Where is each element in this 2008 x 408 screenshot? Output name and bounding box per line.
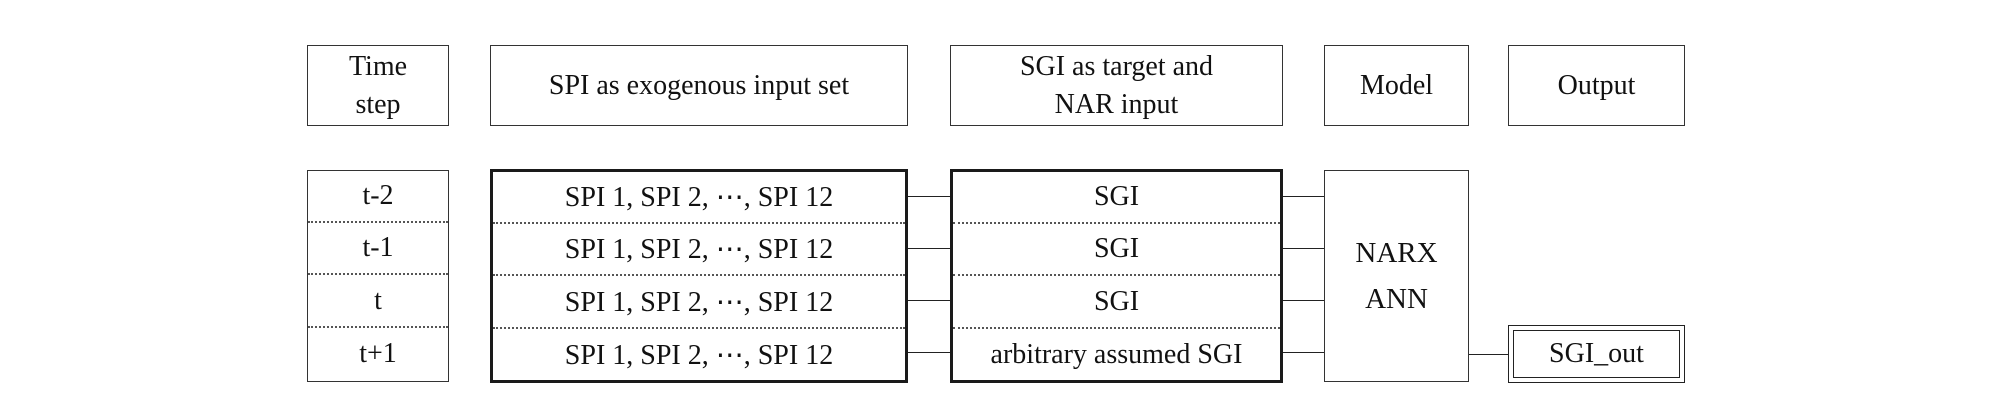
output-box-inner: SGI_out: [1513, 330, 1680, 378]
spi-input-column: SPI 1, SPI 2, ⋯, SPI 12 SPI 1, SPI 2, ⋯,…: [490, 169, 908, 383]
time-step-label: t+1: [359, 338, 397, 369]
output-header: Output: [1508, 45, 1685, 126]
spi-row-label: SPI 1, SPI 2, ⋯, SPI 12: [564, 234, 834, 265]
time-step-header-line-1: Time: [348, 50, 408, 82]
spi-row-label: SPI 1, SPI 2, ⋯, SPI 12: [564, 286, 834, 318]
model-header-label: Model: [1359, 69, 1434, 101]
connector-spi-sgi: [908, 248, 950, 249]
output-header-label: Output: [1557, 69, 1636, 101]
spi-header: SPI as exogenous input set: [490, 45, 908, 126]
sgi-row-label: SGI: [1093, 233, 1140, 264]
spi-header-label: SPI as exogenous input set: [548, 69, 850, 101]
model-name-line-2: ANN: [1365, 283, 1428, 315]
time-step-label: t-2: [362, 180, 394, 211]
output-value: SGI_out: [1549, 338, 1644, 369]
connector-sgi-model: [1283, 300, 1324, 301]
time-step-cell: t+1: [308, 328, 448, 380]
sgi-row: SGI: [953, 172, 1280, 224]
connector-sgi-model: [1283, 352, 1324, 353]
spi-row: SPI 1, SPI 2, ⋯, SPI 12: [493, 329, 905, 380]
sgi-header: SGI as target and NAR input: [950, 45, 1283, 126]
time-step-label: t-1: [362, 232, 394, 263]
time-step-header: Time step: [307, 45, 449, 126]
connector-model-output: [1469, 354, 1508, 355]
sgi-row-label: arbitrary assumed SGI: [990, 338, 1243, 370]
spi-row-label: SPI 1, SPI 2, ⋯, SPI 12: [564, 182, 834, 213]
spi-row: SPI 1, SPI 2, ⋯, SPI 12: [493, 224, 905, 276]
time-step-header-line-2: step: [355, 88, 401, 120]
time-step-cell: t-1: [308, 223, 448, 275]
time-step-cell: t: [308, 275, 448, 328]
sgi-row-label: SGI: [1093, 285, 1140, 317]
connector-sgi-model: [1283, 248, 1324, 249]
connector-spi-sgi: [908, 352, 950, 353]
sgi-row: SGI: [953, 276, 1280, 329]
connector-sgi-model: [1283, 196, 1324, 197]
connector-spi-sgi: [908, 300, 950, 301]
sgi-row: SGI: [953, 224, 1280, 276]
sgi-row-label: SGI: [1093, 181, 1140, 212]
output-box: SGI_out: [1508, 325, 1685, 383]
spi-row: SPI 1, SPI 2, ⋯, SPI 12: [493, 172, 905, 224]
sgi-input-column: SGI SGI SGI arbitrary assumed SGI: [950, 169, 1283, 383]
time-step-label: t: [374, 284, 382, 316]
model-name-line-1: NARX: [1355, 237, 1438, 269]
sgi-header-line-2: NAR input: [1054, 88, 1179, 120]
spi-row: SPI 1, SPI 2, ⋯, SPI 12: [493, 276, 905, 329]
narx-ann-model-box: NARX ANN: [1324, 170, 1469, 382]
sgi-header-line-1: SGI as target and: [1019, 50, 1214, 82]
sgi-row: arbitrary assumed SGI: [953, 329, 1280, 380]
spi-row-label: SPI 1, SPI 2, ⋯, SPI 12: [564, 339, 834, 371]
time-step-cell: t-2: [308, 171, 448, 223]
connector-spi-sgi: [908, 196, 950, 197]
model-header: Model: [1324, 45, 1469, 126]
time-step-column: t-2 t-1 t t+1: [307, 170, 449, 382]
